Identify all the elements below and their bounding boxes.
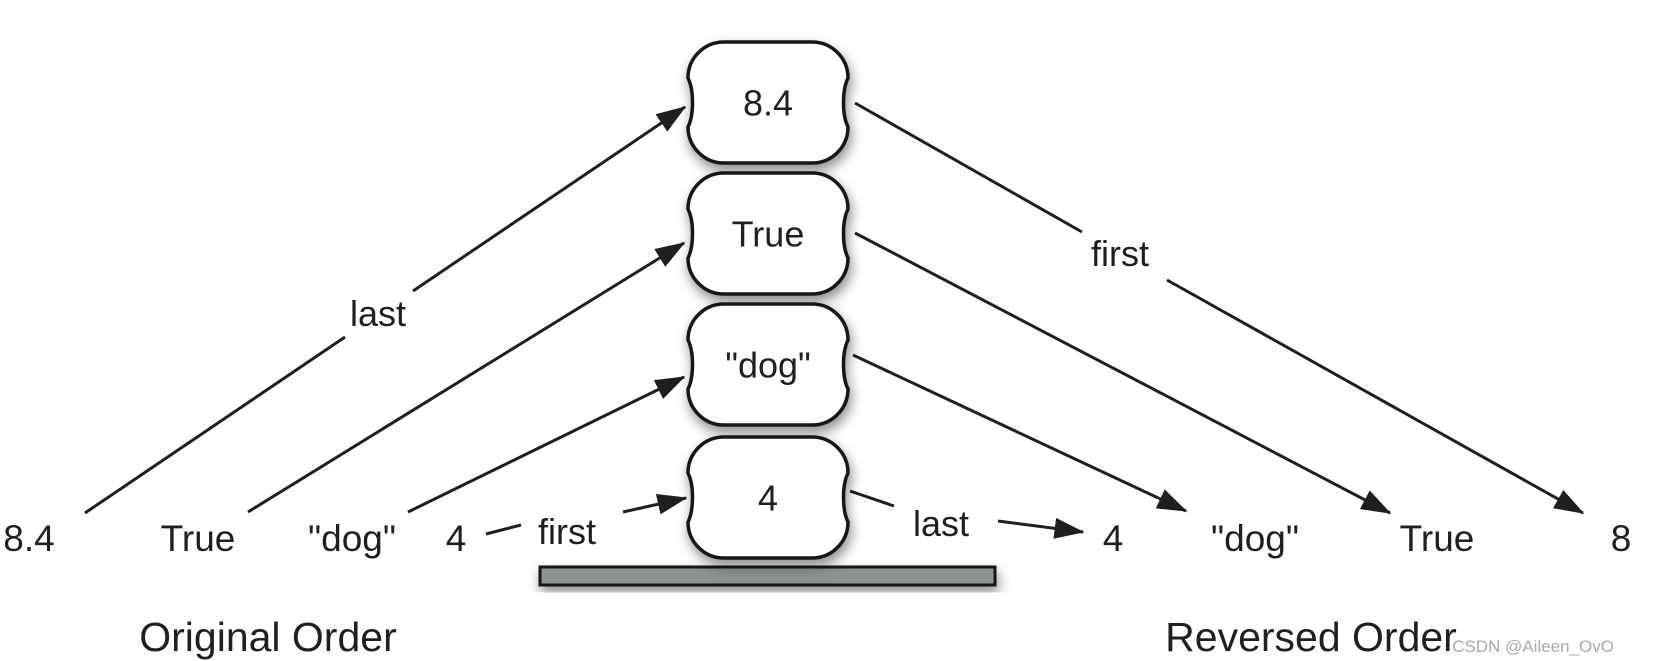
- stack: 8.4 True "dog" 4: [686, 40, 850, 560]
- reversed-edge-bottom-b: [997, 517, 1085, 539]
- original-edge-bottom-a: [485, 523, 522, 536]
- reversed-item-row: 4 "dog" True 8: [1103, 518, 1632, 559]
- original-item-row: 8.4 True "dog" 4: [3, 518, 466, 559]
- original-last-label: last: [350, 293, 406, 334]
- watermark: CSDN @Aileen_OvO: [1452, 637, 1614, 656]
- reversed-edge-2: [854, 231, 1392, 515]
- reversed-item-4: 8: [1611, 518, 1632, 559]
- reversed-first-label: first: [1091, 233, 1149, 274]
- original-edges: [84, 105, 688, 536]
- reversed-edge-top-a: [854, 101, 1083, 234]
- stack-box-label-2: True: [732, 214, 805, 255]
- reversed-edge-bottom-a: [849, 489, 895, 508]
- original-order-caption: Original Order: [139, 614, 396, 660]
- original-edge-3: [407, 375, 686, 514]
- reversed-last-label: last: [913, 503, 969, 544]
- original-item-2: True: [161, 518, 236, 559]
- original-item-4: 4: [446, 518, 467, 559]
- original-edge-top-a: [84, 335, 346, 515]
- reversed-item-2: "dog": [1211, 518, 1299, 559]
- reversed-item-3: True: [1400, 518, 1475, 559]
- stack-box-1: 8.4: [686, 40, 850, 165]
- original-first-label: first: [538, 511, 596, 552]
- stack-box-label-3: "dog": [725, 345, 811, 386]
- reversed-edges: [849, 101, 1585, 539]
- reversed-order-caption: Reversed Order: [1165, 614, 1457, 660]
- original-edge-top-b: [412, 105, 687, 293]
- stack-box-4: 4: [686, 435, 850, 560]
- original-edge-bottom-b: [622, 493, 688, 515]
- stack-box-2: True: [686, 171, 850, 296]
- stack-base-platform: [538, 565, 997, 587]
- original-item-1: 8.4: [3, 518, 54, 559]
- reversed-edge-3: [852, 353, 1188, 513]
- stack-box-label-1: 8.4: [743, 83, 793, 124]
- stack-box-shape-1: [686, 40, 850, 165]
- reversed-edge-top-b: [1166, 278, 1585, 515]
- stack-box-label-4: 4: [758, 478, 778, 519]
- stack-box-3: "dog": [686, 302, 850, 427]
- reversed-item-1: 4: [1103, 518, 1124, 559]
- original-edge-2: [247, 241, 686, 514]
- stack-box-shape-2: [686, 171, 850, 296]
- stack-box-shape-4: [686, 435, 850, 560]
- original-item-3: "dog": [308, 518, 396, 559]
- stack-box-shape-3: [686, 302, 850, 427]
